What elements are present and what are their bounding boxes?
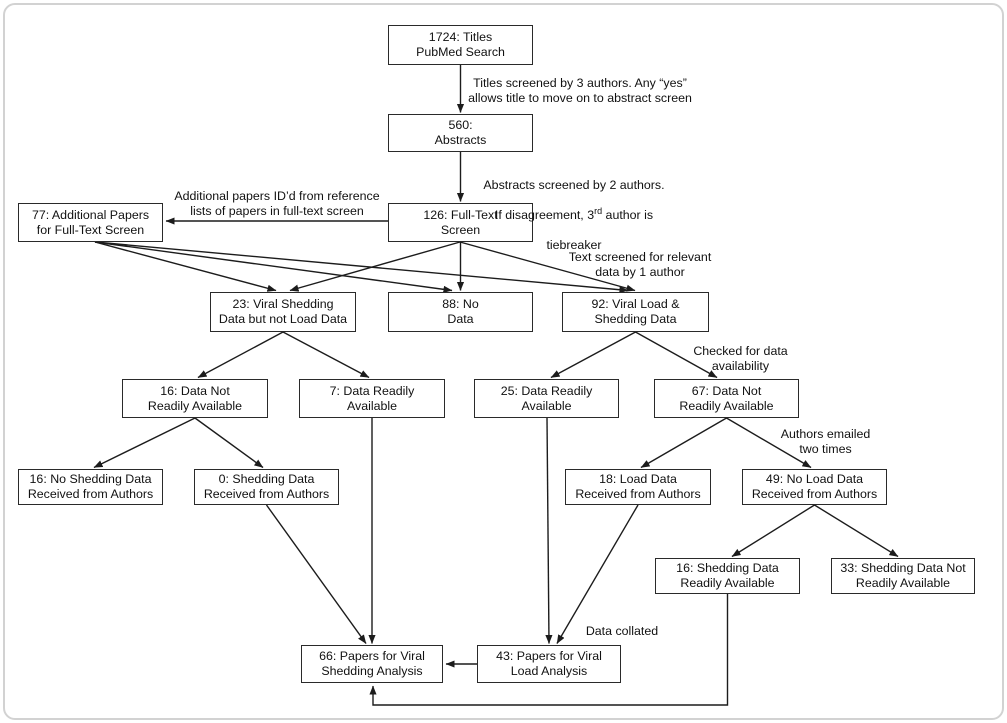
node-49-no-load-received: 49: No Load Data Received from Authors [742, 469, 887, 505]
node-0-shedding-received: 0: Shedding Data Received from Authors [194, 469, 339, 505]
annotation-additional-papers: Additional papers ID’d from reference li… [174, 189, 380, 218]
node-33-shedding-not-ready: 33: Shedding Data Not Readily Available [831, 558, 975, 594]
node-92-load-and-shedding: 92: Viral Load & Shedding Data [562, 292, 709, 332]
node-7-data-ready: 7: Data Readily Available [299, 379, 445, 418]
annotation-data-collated: Data collated [585, 624, 659, 638]
annotation-abstract-screening: Abstracts screened by 2 authors. If disa… [459, 163, 689, 268]
node-18-load-received: 18: Load Data Received from Authors [565, 469, 711, 505]
node-25-data-ready: 25: Data Readily Available [474, 379, 619, 418]
annotation-abstract-screening-line2: If disagreement, 3rd author is [494, 205, 654, 222]
node-66-shedding-analysis: 66: Papers for Viral Shedding Analysis [301, 645, 443, 683]
node-16-data-not-ready: 16: Data Not Readily Available [122, 379, 268, 418]
node-43-load-analysis: 43: Papers for Viral Load Analysis [477, 645, 621, 683]
annotation-title-screening: Titles screened by 3 authors. Any “yes” … [468, 76, 692, 105]
annotation-text-screening: Text screened for relevant data by 1 aut… [568, 250, 712, 279]
node-126-fulltext-screen: 126: Full-Text Screen [388, 203, 533, 242]
node-560-abstracts: 560: Abstracts [388, 114, 533, 152]
node-88-no-data: 88: No Data [388, 292, 533, 332]
annotation-abstract-screening-line1: Abstracts screened by 2 authors. [483, 178, 665, 192]
node-1724-titles: 1724: Titles PubMed Search [388, 25, 533, 65]
node-23-shedding-not-load: 23: Viral Shedding Data but not Load Dat… [210, 292, 356, 332]
node-16-no-shedding-received: 16: No Shedding Data Received from Autho… [18, 469, 163, 505]
annotation-data-availability: Checked for data availability [693, 344, 788, 373]
annotation-abstract-screening-line3: tiebreaker [546, 238, 602, 252]
node-77-additional-papers: 77: Additional Papers for Full-Text Scre… [18, 203, 163, 242]
node-16-shedding-ready: 16: Shedding Data Readily Available [655, 558, 800, 594]
annotation-authors-emailed: Authors emailed two times [780, 427, 871, 456]
node-67-data-not-ready: 67: Data Not Readily Available [654, 379, 799, 418]
page-border [3, 3, 1004, 720]
